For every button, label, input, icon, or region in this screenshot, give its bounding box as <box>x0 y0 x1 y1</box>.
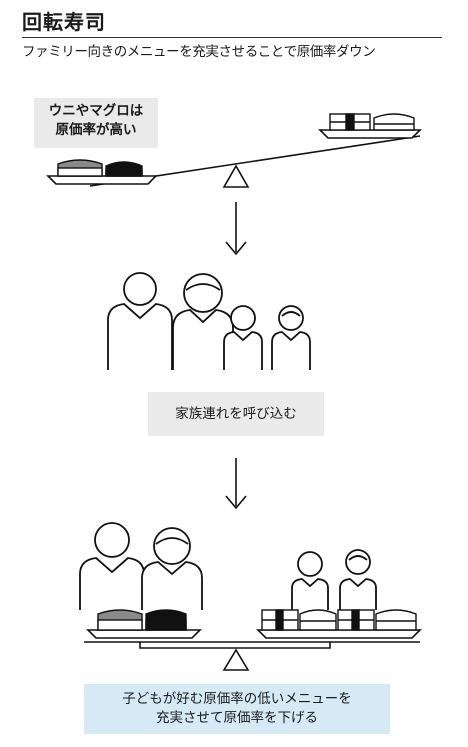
middle-label-text: 家族連れを呼び込む <box>175 406 297 422</box>
cheap-sushi-icon <box>329 113 415 131</box>
top-label-line2: 原価率が高い <box>55 122 137 138</box>
right-tray <box>256 629 422 639</box>
right-tray <box>318 129 422 139</box>
bottom-label-line1: 子どもが好む原価率の低いメニューを <box>122 691 352 707</box>
left-tray <box>86 629 202 639</box>
page-title: 回転寿司 <box>22 10 106 34</box>
cheap-sushi-icon <box>261 609 417 631</box>
expensive-sushi-icon <box>97 609 187 631</box>
family-illustration <box>107 272 311 370</box>
expensive-sushi-icon <box>57 159 143 177</box>
top-label-box: ウニやマグロは 原価率が高い <box>34 98 158 148</box>
bottom-people <box>79 522 377 610</box>
title-divider <box>22 37 442 38</box>
bottom-label-line2: 充実させて原価率を下げる <box>156 710 318 726</box>
scale-fulcrum <box>222 648 250 671</box>
page-subtitle: ファミリー向きのメニューを充実させることで原価率ダウン <box>22 44 376 60</box>
arrow-down-icon <box>225 458 247 510</box>
level-balance-scale <box>84 629 422 671</box>
middle-label-box: 家族連れを呼び込む <box>148 392 324 436</box>
scale-fulcrum <box>222 164 250 188</box>
left-tray <box>46 175 158 185</box>
tilted-balance-scale <box>46 129 422 188</box>
arrow-down-icon <box>225 202 247 256</box>
bottom-label-box: 子どもが好む原価率の低いメニューを 充実させて原価率を下げる <box>84 684 390 734</box>
top-label-line1: ウニやマグロは <box>48 103 144 119</box>
